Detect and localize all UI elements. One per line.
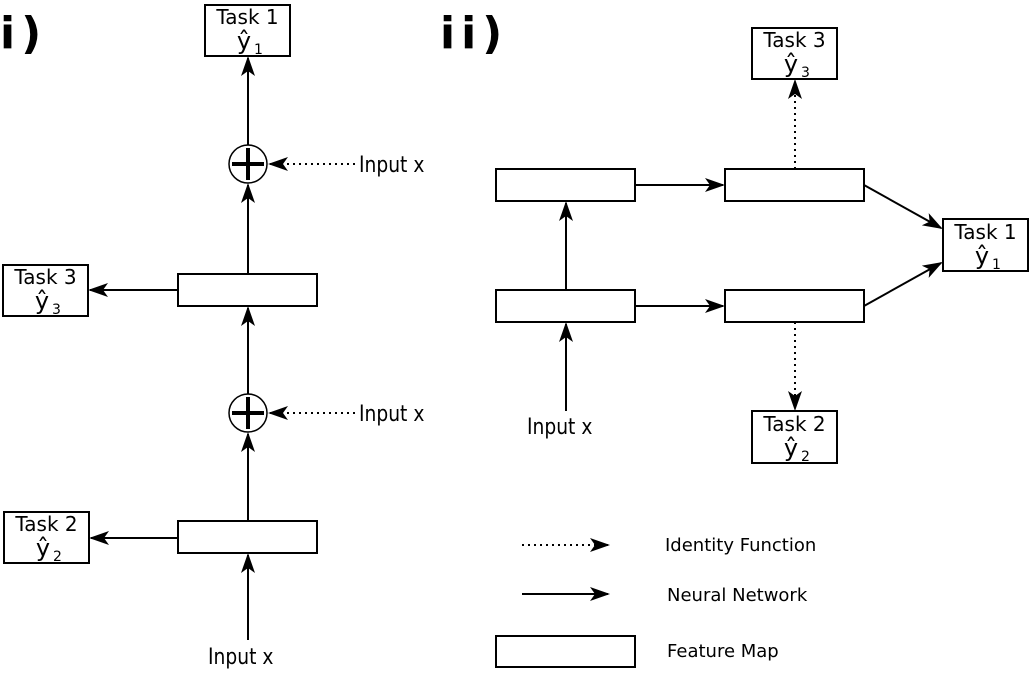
legend-neural-label: Neural Network — [667, 585, 808, 606]
panel-ii-feature-map-left-lower — [495, 289, 636, 323]
panel-i-feature-map-upper — [177, 273, 318, 307]
panel-ii-task2-box: Task 2 ŷ 2 — [751, 410, 838, 465]
panel-i-task2-sub: 2 — [53, 549, 62, 565]
panel-ii-task2-name: Task 2 — [762, 412, 825, 436]
panel-i-input-bottom: Input x — [208, 644, 273, 670]
panel-ii-task2-target: ŷ — [784, 434, 798, 462]
panel-i-feature-map-lower — [177, 520, 318, 554]
panel-i-task2-name: Task 2 — [14, 512, 77, 536]
panel-i-label: i) — [0, 8, 47, 59]
legend-identity-label: Identity Function — [665, 535, 816, 556]
panel-i-plus-node-top — [228, 144, 268, 184]
panel-ii-task3-sub: 3 — [801, 65, 810, 81]
panel-i-task3-sub: 3 — [52, 302, 61, 318]
panel-i-task3-box: Task 3 ŷ 3 — [2, 264, 89, 318]
panel-i-task2-box: Task 2 ŷ 2 — [3, 511, 90, 565]
panel-ii-task1-name: Task 1 — [953, 220, 1016, 244]
panel-i-task1-target: ŷ — [237, 27, 251, 55]
panel-ii-feature-map-right-lower — [724, 289, 865, 323]
panel-ii-task1-target: ŷ — [975, 242, 989, 270]
panel-i-input-top: Input x — [359, 152, 424, 178]
panel-ii-label: ii) — [440, 8, 508, 59]
panel-ii-arrow-lower-to-task1 — [863, 262, 943, 307]
panel-i-task3-name: Task 3 — [13, 265, 76, 289]
panel-ii-task3-name: Task 3 — [762, 28, 825, 52]
panel-ii-feature-map-left-upper — [495, 168, 636, 202]
panel-ii-task1-sub: 1 — [992, 257, 1001, 273]
panel-ii-feature-map-right-upper — [724, 168, 865, 202]
panel-ii-task1-box: Task 1 ŷ 1 — [942, 218, 1029, 273]
panel-i-input-mid: Input x — [359, 401, 424, 427]
panel-i-task1-name: Task 1 — [215, 5, 278, 29]
panel-ii-task3-target: ŷ — [784, 50, 798, 78]
panel-ii-arrow-upper-to-task1 — [863, 184, 943, 229]
panel-ii-input: Input x — [527, 414, 592, 440]
panel-ii-task3-box: Task 3 ŷ 3 — [751, 27, 838, 81]
panel-i-task1-sub: 1 — [254, 42, 263, 58]
panel-i-task3-target: ŷ — [35, 287, 49, 315]
legend-feature-label: Feature Map — [667, 641, 779, 662]
panel-ii-task2-sub: 2 — [801, 449, 810, 465]
panel-i-plus-node-bottom — [228, 393, 268, 433]
legend-feature-map-swatch — [495, 635, 636, 668]
panel-i-task2-target: ŷ — [36, 534, 50, 562]
panel-i-task1-box: Task 1 ŷ 1 — [204, 4, 291, 58]
